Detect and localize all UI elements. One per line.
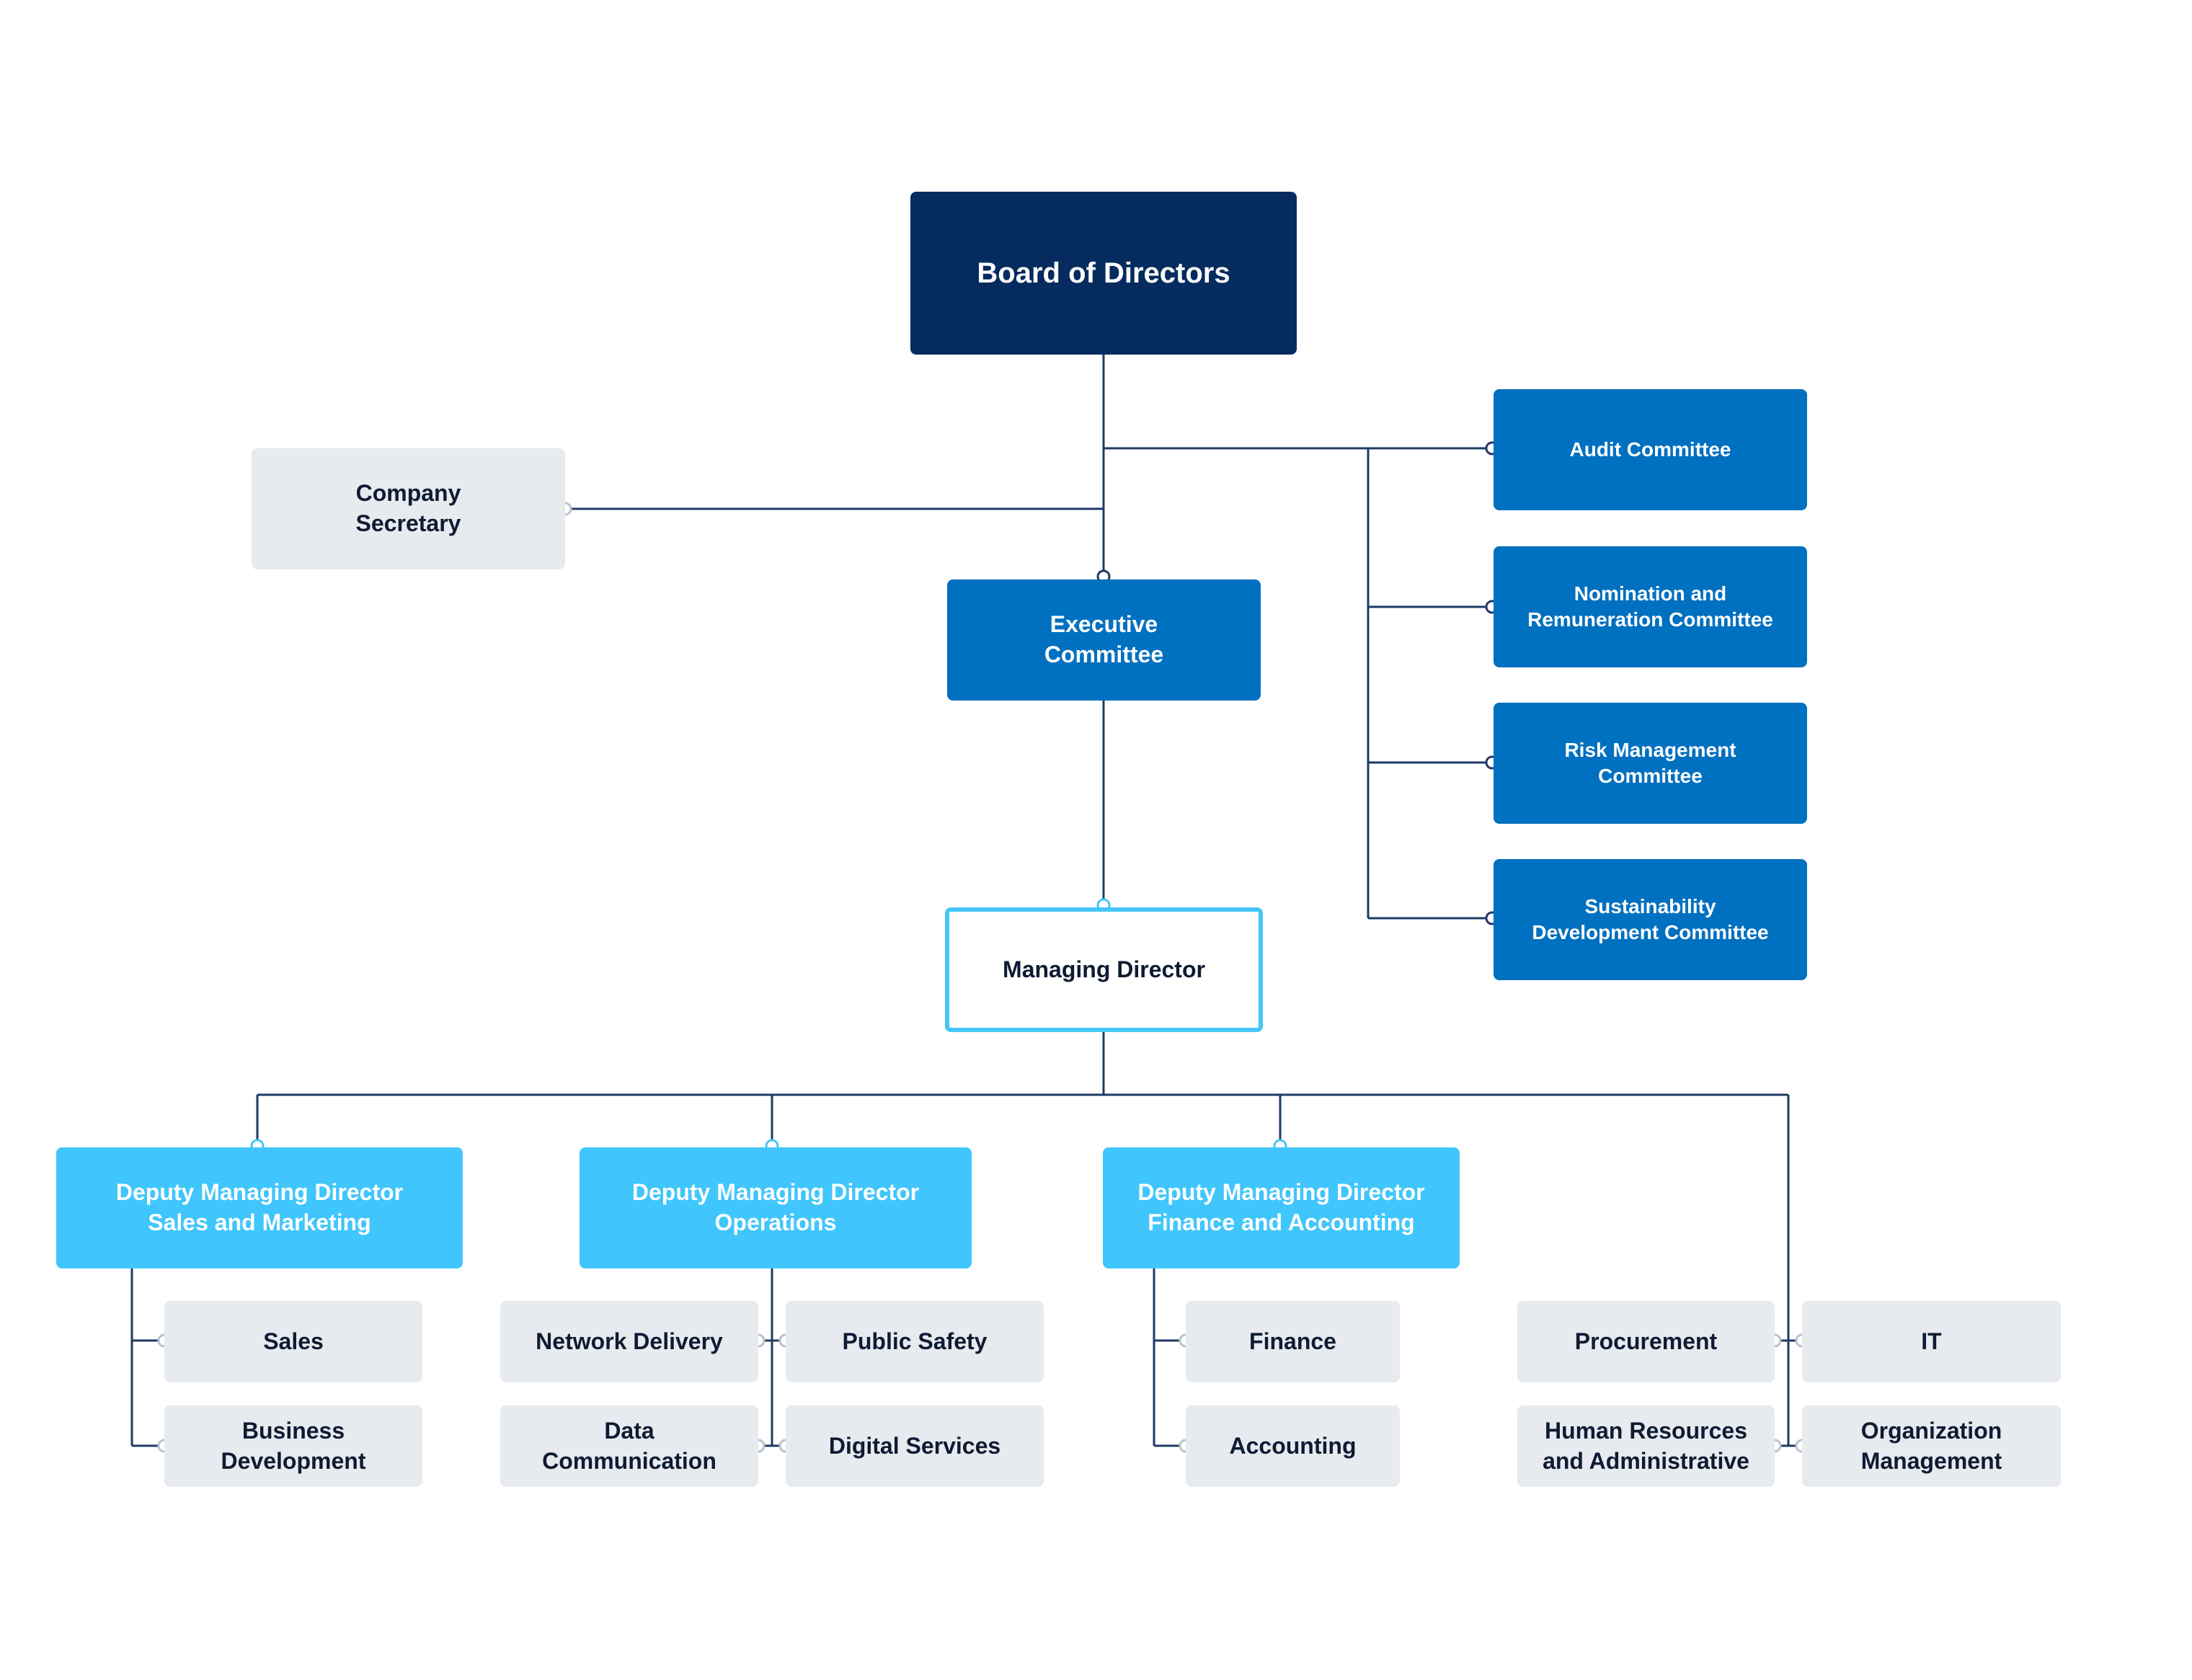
deputy-md-operations-box: Deputy Managing Director Operations bbox=[580, 1147, 972, 1268]
network-delivery-box: Network Delivery bbox=[500, 1301, 758, 1382]
procurement-box: Procurement bbox=[1517, 1301, 1775, 1382]
it-box: IT bbox=[1802, 1301, 2061, 1382]
executive-committee-box: Executive Committee bbox=[947, 579, 1261, 701]
organization-management-box: Organization Management bbox=[1802, 1405, 2061, 1487]
sales-box: Sales bbox=[164, 1301, 422, 1382]
finance-box: Finance bbox=[1186, 1301, 1400, 1382]
deputy-md-finance-accounting-box: Deputy Managing Director Finance and Acc… bbox=[1103, 1147, 1460, 1268]
accounting-box: Accounting bbox=[1186, 1405, 1400, 1487]
digital-services-box: Digital Services bbox=[786, 1405, 1044, 1487]
deputy-md-sales-marketing-box: Deputy Managing Director Sales and Marke… bbox=[56, 1147, 463, 1268]
company-secretary-box: Company Secretary bbox=[252, 448, 565, 569]
board-of-directors-box: Board of Directors bbox=[910, 192, 1297, 355]
public-safety-box: Public Safety bbox=[786, 1301, 1044, 1382]
risk-management-committee-box: Risk Management Committee bbox=[1494, 703, 1807, 824]
audit-committee-box: Audit Committee bbox=[1494, 389, 1807, 510]
nomination-remuneration-committee-box: Nomination and Remuneration Committee bbox=[1494, 546, 1807, 667]
sustainability-development-committee-box: Sustainability Development Committee bbox=[1494, 859, 1807, 980]
managing-director-box: Managing Director bbox=[945, 907, 1263, 1032]
business-development-box: Business Development bbox=[164, 1405, 422, 1487]
data-communication-box: Data Communication bbox=[500, 1405, 758, 1487]
human-resources-administrative-box: Human Resources and Administrative bbox=[1517, 1405, 1775, 1487]
